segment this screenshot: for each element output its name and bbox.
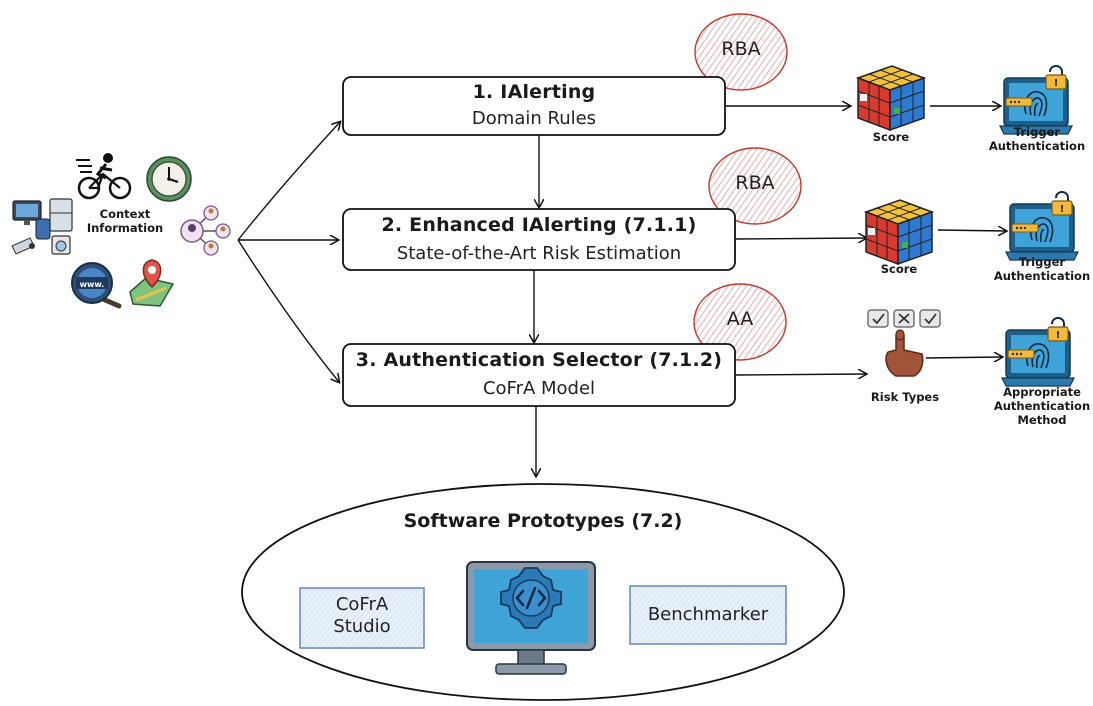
step2-title: 2. Enhanced IAlerting (7.1.1) (381, 214, 697, 236)
trigger-auth-label-1-line1: Trigger (1013, 125, 1061, 139)
web-search-icon: www. (71, 262, 122, 309)
cyclist-icon (76, 153, 132, 200)
trigger-auth-label-2-line2: Authentication (993, 269, 1091, 283)
fingerprint-lock-icon: ! (1005, 191, 1079, 261)
clock-icon (146, 156, 192, 202)
benchmarker-label: Benchmarker (647, 604, 769, 625)
appropriate-auth-label: Appropriate Authentication Method (985, 385, 1093, 427)
step1-subtitle: Domain Rules (471, 108, 597, 129)
score-label-2: Score (880, 262, 918, 276)
badge-rba-1: RBA (721, 38, 761, 60)
benchmarker-box (629, 585, 787, 645)
hand-checkboxes-icon (867, 309, 941, 377)
badge-rba-2: RBA (735, 172, 775, 194)
step2-box (342, 208, 736, 271)
svg-text:!: ! (1056, 330, 1061, 341)
cofra-studio-line1: CoFrA (335, 594, 389, 615)
output-arrows (725, 106, 1006, 375)
fingerprint-lock-icon: ! (999, 65, 1073, 135)
map-pin-icon (129, 259, 175, 307)
stamp-aa-3 (693, 283, 787, 361)
svg-text:www.: www. (80, 280, 105, 289)
appropriate-auth-label-line2: Authentication (993, 399, 1091, 413)
context-label: Context Information (80, 207, 170, 235)
stamp-rba-1 (694, 13, 788, 91)
badge-aa-3: AA (726, 308, 754, 330)
code-monitor-icon (466, 561, 596, 675)
svg-text:!: ! (1054, 78, 1059, 89)
step1-title: 1. IAlerting (472, 81, 596, 103)
devices-icon (11, 198, 73, 255)
appropriate-auth-label-line3: Method (1017, 413, 1067, 427)
step2-subtitle: State-of-the-Art Risk Estimation (396, 243, 682, 264)
prototypes-title: Software Prototypes (7.2) (403, 510, 683, 532)
people-network-icon (180, 205, 231, 256)
vertical-arrows (534, 135, 539, 476)
cofra-studio-line2: Studio (333, 616, 391, 637)
appropriate-auth-label-line1: Appropriate (1003, 385, 1081, 399)
step3-title: 3. Authentication Selector (7.1.2) (355, 349, 723, 371)
cofra-studio-label: CoFrA Studio (300, 594, 424, 638)
trigger-auth-label-1: Trigger Authentication (985, 125, 1089, 153)
context-arrows (237, 122, 340, 382)
context-label-line2: Information (86, 221, 164, 235)
trigger-auth-label-2: Trigger Authentication (990, 255, 1093, 283)
score-label-1: Score (872, 130, 910, 144)
trigger-auth-label-2-line1: Trigger (1018, 255, 1066, 269)
svg-text:!: ! (1060, 204, 1065, 215)
rubiks-cube-icon (855, 65, 927, 132)
step3-subtitle: CoFrA Model (482, 378, 596, 399)
trigger-auth-label-1-line2: Authentication (988, 139, 1086, 153)
stamp-rba-2 (708, 147, 802, 225)
cofra-studio-box (299, 587, 425, 649)
risk-types-label: Risk Types (870, 390, 940, 404)
fingerprint-lock-icon: ! (1001, 317, 1075, 387)
context-label-line1: Context (99, 207, 151, 221)
rubiks-cube-icon (863, 199, 935, 266)
